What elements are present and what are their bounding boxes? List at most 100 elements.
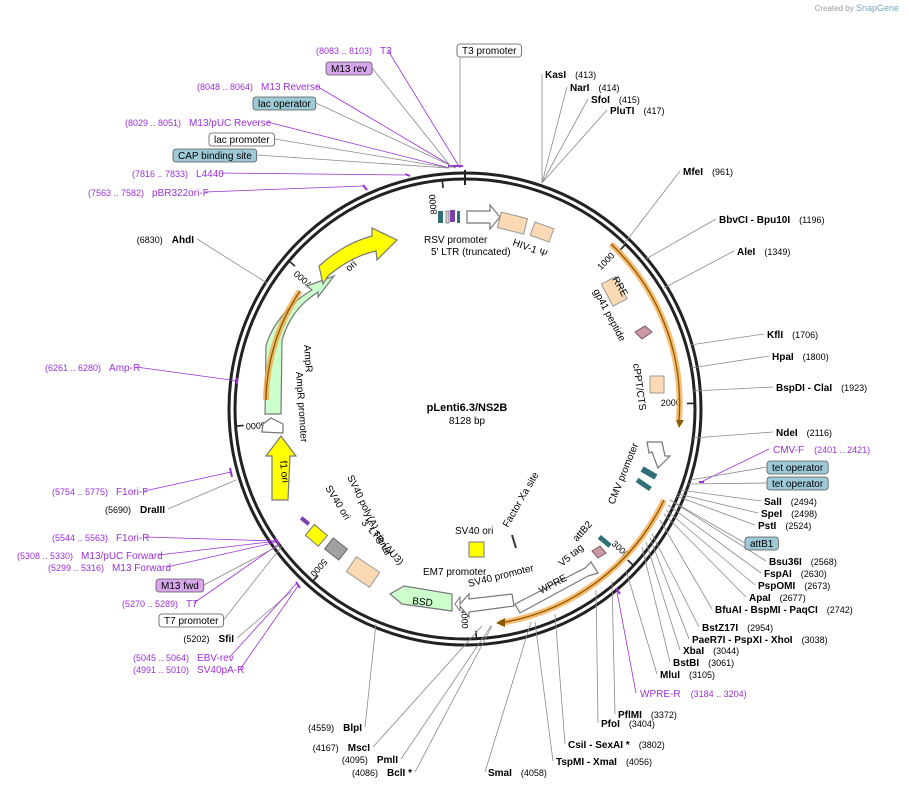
boxed-label-5[interactable]: tet operator xyxy=(766,460,829,475)
enzyme-position-1: (414) xyxy=(598,83,619,93)
ori-shape[interactable] xyxy=(318,227,399,286)
enzyme-site-28[interactable]: SmaI(4058) xyxy=(488,768,547,779)
enzyme-position-28: (4058) xyxy=(521,768,547,778)
primer-site-3[interactable]: (7816 .. 7833)L4440 xyxy=(132,169,224,180)
boxed-label-bg-2 xyxy=(208,132,275,147)
primer-site-7[interactable]: (5544 .. 5563)F1ori-R xyxy=(52,533,149,544)
primer-site-8[interactable]: (5308 .. 5330)M13/pUC Forward xyxy=(17,551,163,562)
enzyme-site-31[interactable]: (4167)MscI xyxy=(313,743,370,754)
primer-site-12[interactable]: (4991 .. 5010)SV40pA-R xyxy=(133,665,244,676)
boxed-label-3[interactable]: CAP binding site xyxy=(172,148,258,163)
enzyme-leader-1 xyxy=(541,86,568,184)
boxed-label-6[interactable]: tet operator xyxy=(766,476,829,491)
enzyme-site-34[interactable]: (5690)DraIII xyxy=(105,505,165,516)
boxed-label-4[interactable]: T3 promoter xyxy=(456,43,522,58)
enzyme-name-15: FspAI xyxy=(764,569,792,580)
ampr-promoter-shape[interactable] xyxy=(261,417,284,434)
enzyme-site-12[interactable]: SpeI(2498) xyxy=(761,509,817,520)
primer-range-9: (5299 .. 5316) xyxy=(48,563,104,573)
primer-site-2[interactable]: (8029 .. 8051)M13/pUC Reverse xyxy=(125,118,272,129)
enzyme-site-35[interactable]: (6830)AhdI xyxy=(137,235,194,246)
primer-site-10[interactable]: (5270 .. 5289)T7 xyxy=(122,599,198,610)
cmv-promoter-shape[interactable] xyxy=(646,441,672,470)
enzyme-name-26: CsiI - SexAI * xyxy=(568,740,630,751)
enzyme-site-0[interactable]: KasI(413) xyxy=(545,70,596,81)
primer-site-1[interactable]: (8048 .. 8064)M13 Reverse xyxy=(197,82,321,93)
primer-name-1: M13 Reverse xyxy=(261,82,321,93)
ampr-shape[interactable] xyxy=(264,274,336,415)
ltr5-shape[interactable] xyxy=(496,211,529,235)
enzyme-name-30: PmlI xyxy=(377,755,398,766)
enzyme-site-22[interactable]: BstBI(3061) xyxy=(673,658,734,669)
primer-site-5[interactable]: (6261 .. 6280)Amp-R xyxy=(45,363,140,374)
enzyme-site-19[interactable]: BstZ17I(2954) xyxy=(702,623,773,634)
enzyme-site-6[interactable]: AleI(1349) xyxy=(737,247,790,258)
bsd-shape[interactable] xyxy=(388,585,453,612)
gp41-shape[interactable] xyxy=(634,325,653,340)
enzyme-name-16: PspOMI xyxy=(758,581,795,592)
boxed-label-text-6: tet operator xyxy=(772,479,824,490)
cppt-shape[interactable] xyxy=(649,375,665,394)
enzyme-site-29[interactable]: (4086)BclI * xyxy=(352,768,412,779)
tick-label-5: 6000 xyxy=(245,420,266,431)
enzyme-site-9[interactable]: BspDI - ClaI(1923) xyxy=(776,383,867,394)
enzyme-site-7[interactable]: KflI(1706) xyxy=(767,330,818,341)
enzyme-leader-27 xyxy=(534,621,554,762)
primer-site-0[interactable]: (8083 .. 8103)T3 xyxy=(316,46,392,57)
enzyme-site-5[interactable]: BbvCI - Bpu10I(1196) xyxy=(719,215,824,226)
enzyme-leader-15 xyxy=(667,504,762,574)
primer-site-6[interactable]: (5754 .. 5775)F1ori-F xyxy=(52,487,148,498)
enzyme-site-32[interactable]: (4559)BlpI xyxy=(308,723,362,734)
sv40-ori-small-shape[interactable] xyxy=(468,541,485,558)
enzyme-site-1[interactable]: NarI(414) xyxy=(570,83,619,94)
enzyme-site-27[interactable]: TspMI - XmaI(4056) xyxy=(556,757,652,768)
enzyme-position-19: (2954) xyxy=(747,623,773,633)
boxed-label-bg-4 xyxy=(456,43,522,58)
primer-site-9[interactable]: (5299 .. 5316)M13 Forward xyxy=(48,563,171,574)
enzyme-site-21[interactable]: XbaI(3044) xyxy=(683,646,739,657)
primer-site-4[interactable]: (7563 .. 7582)pBR322ori-F xyxy=(88,188,209,199)
enzyme-position-27: (4056) xyxy=(626,757,652,767)
primer-name-4: pBR322ori-F xyxy=(152,188,209,199)
enzyme-site-17[interactable]: ApaI(2677) xyxy=(749,593,806,604)
enzyme-site-33[interactable]: (5202)SfiI xyxy=(183,634,234,645)
enzyme-site-15[interactable]: FspAI(2630) xyxy=(764,569,827,580)
hiv-psi-shape[interactable] xyxy=(529,221,555,243)
f1-ori-shape[interactable] xyxy=(264,435,298,501)
boxed-label-7[interactable]: attB1 xyxy=(744,536,779,551)
enzyme-site-23[interactable]: MluI(3105) xyxy=(660,670,715,681)
boxed-label-8[interactable]: M13 fwd xyxy=(155,578,205,593)
primer-site-13[interactable]: CMV-F(2401 .. 2421) xyxy=(773,445,870,456)
enzyme-position-18: (2742) xyxy=(827,605,853,615)
enzyme-site-3[interactable]: PluTI(417) xyxy=(610,106,664,117)
enzyme-site-4[interactable]: MfeI(961) xyxy=(683,167,733,178)
enzyme-site-25[interactable]: PfoI(3404) xyxy=(601,719,655,730)
enzyme-site-24[interactable]: PflMI(3372) xyxy=(618,710,677,721)
enzyme-site-20[interactable]: PaeR7I - PspXI - XhoI(3038) xyxy=(692,635,828,646)
boxed-label-2[interactable]: lac promoter xyxy=(208,132,275,147)
rre-shape[interactable] xyxy=(600,275,628,307)
enzyme-site-10[interactable]: NdeI(2116) xyxy=(776,428,832,439)
enzyme-site-8[interactable]: HpaI(1800) xyxy=(772,352,829,363)
primer-site-11[interactable]: (5045 .. 5064)EBV-rev xyxy=(133,653,234,664)
enzyme-site-14[interactable]: Bsu36I(2568) xyxy=(769,557,837,568)
sv40-promoter-shape[interactable] xyxy=(458,592,515,619)
wpre-shape[interactable] xyxy=(514,561,599,614)
enzyme-site-18[interactable]: BfuAI - BspMI - PaqCI(2742) xyxy=(715,605,853,616)
sv40-polya-shape[interactable] xyxy=(323,537,349,561)
enzyme-site-16[interactable]: PspOMI(2673) xyxy=(758,581,830,592)
enzyme-site-13[interactable]: PstI(2524) xyxy=(758,521,811,532)
ltr3-shape[interactable] xyxy=(345,556,381,588)
boxed-label-bg-1 xyxy=(252,96,317,111)
enzyme-site-2[interactable]: SfoI(415) xyxy=(591,95,640,106)
enzyme-site-26[interactable]: CsiI - SexAI *(3802) xyxy=(568,740,665,751)
primer-site-14[interactable]: WPRE-R(3184 .. 3204) xyxy=(640,689,747,700)
top-cluster-c xyxy=(450,210,455,222)
boxed-label-1[interactable]: lac operator xyxy=(252,96,317,111)
enzyme-site-30[interactable]: (4095)PmlI xyxy=(342,755,398,766)
sv40-ori-shape[interactable] xyxy=(304,523,329,547)
rsv-promoter-shape[interactable] xyxy=(466,203,501,231)
boxed-label-0[interactable]: M13 rev xyxy=(325,61,373,76)
enzyme-site-11[interactable]: SalI(2494) xyxy=(764,497,817,508)
boxed-label-9[interactable]: T7 promoter xyxy=(158,613,224,628)
